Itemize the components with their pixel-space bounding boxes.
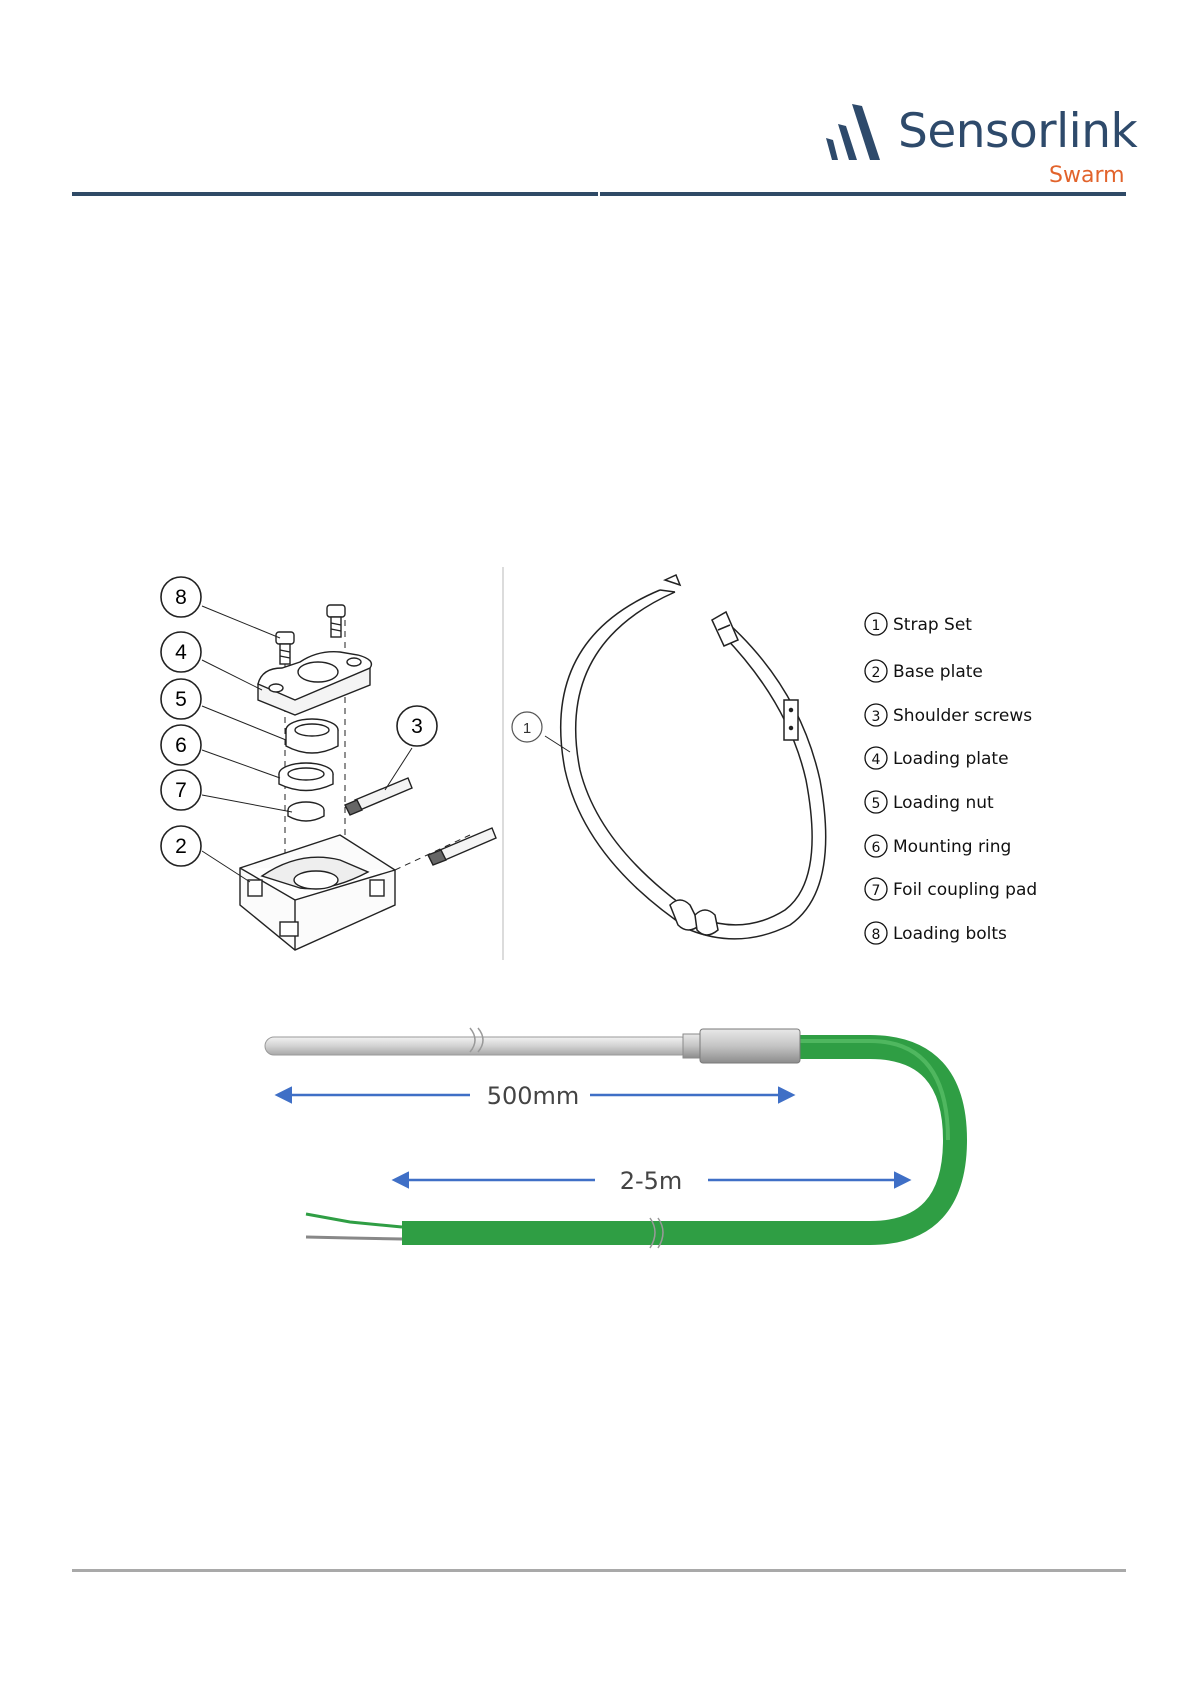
svg-text:6: 6: [175, 734, 187, 757]
foil-coupling-pad: [288, 802, 324, 821]
svg-text:8: 8: [175, 586, 187, 609]
callout-3: 3: [397, 706, 437, 746]
callout-4: 4: [161, 632, 201, 672]
svg-text:Shoulder screws: Shoulder screws: [893, 706, 1032, 726]
legend-item: 3 Shoulder screws: [865, 704, 1032, 726]
legend-item: 4 Loading plate: [865, 747, 1009, 769]
probe-length-label: 500mm: [487, 1082, 580, 1110]
svg-text:1: 1: [523, 720, 531, 737]
loading-bolt: [276, 632, 294, 664]
svg-text:3: 3: [411, 715, 423, 738]
shoulder-screw: [345, 778, 412, 815]
callout-7: 7: [161, 770, 201, 810]
svg-text:Mounting ring: Mounting ring: [893, 837, 1011, 857]
svg-text:3: 3: [872, 709, 881, 725]
svg-text:7: 7: [175, 779, 187, 802]
strap-set-diagram: [545, 575, 826, 939]
loading-plate: [258, 652, 372, 715]
svg-text:6: 6: [872, 840, 881, 856]
svg-text:7: 7: [872, 883, 881, 899]
svg-text:8: 8: [872, 927, 881, 943]
svg-text:5: 5: [872, 796, 881, 812]
legend-item: 7 Foil coupling pad: [865, 878, 1037, 900]
legend-item: 6 Mounting ring: [865, 835, 1011, 857]
svg-text:1: 1: [872, 618, 881, 634]
legend-item: 5 Loading nut: [865, 791, 994, 813]
svg-text:2: 2: [175, 835, 187, 858]
svg-text:Foil coupling pad: Foil coupling pad: [893, 880, 1037, 900]
svg-text:4: 4: [175, 641, 187, 664]
footer-rule: [72, 1569, 1126, 1572]
legend-item: 1 Strap Set: [865, 613, 972, 635]
callout-5: 5: [161, 679, 201, 719]
callout-8: 8: [161, 577, 201, 617]
loading-nut: [286, 719, 338, 753]
callout-2: 2: [161, 826, 201, 866]
svg-text:Loading plate: Loading plate: [893, 749, 1009, 769]
exploded-view-diagram: [202, 605, 496, 950]
callout-6: 6: [161, 725, 201, 765]
svg-text:4: 4: [872, 752, 881, 768]
cable-length-label: 2-5m: [620, 1167, 683, 1195]
legend-item: 2 Base plate: [865, 660, 983, 682]
shoulder-screw: [428, 828, 496, 865]
svg-text:Loading nut: Loading nut: [893, 793, 994, 813]
svg-text:Loading bolts: Loading bolts: [893, 924, 1007, 944]
svg-text:Strap Set: Strap Set: [893, 615, 972, 635]
parts-legend: 1 Strap Set 2 Base plate 3 Shoulder scre…: [865, 613, 1037, 944]
callout-1: 1: [512, 712, 542, 742]
svg-text:Base plate: Base plate: [893, 662, 983, 682]
legend-item: 8 Loading bolts: [865, 922, 1007, 944]
svg-text:2: 2: [872, 665, 881, 681]
temperature-probe-diagram: 500mm 2-5m: [265, 1028, 955, 1248]
loading-bolt: [327, 605, 345, 637]
svg-text:5: 5: [175, 688, 187, 711]
mounting-ring: [279, 763, 333, 791]
base-plate: [240, 835, 395, 950]
